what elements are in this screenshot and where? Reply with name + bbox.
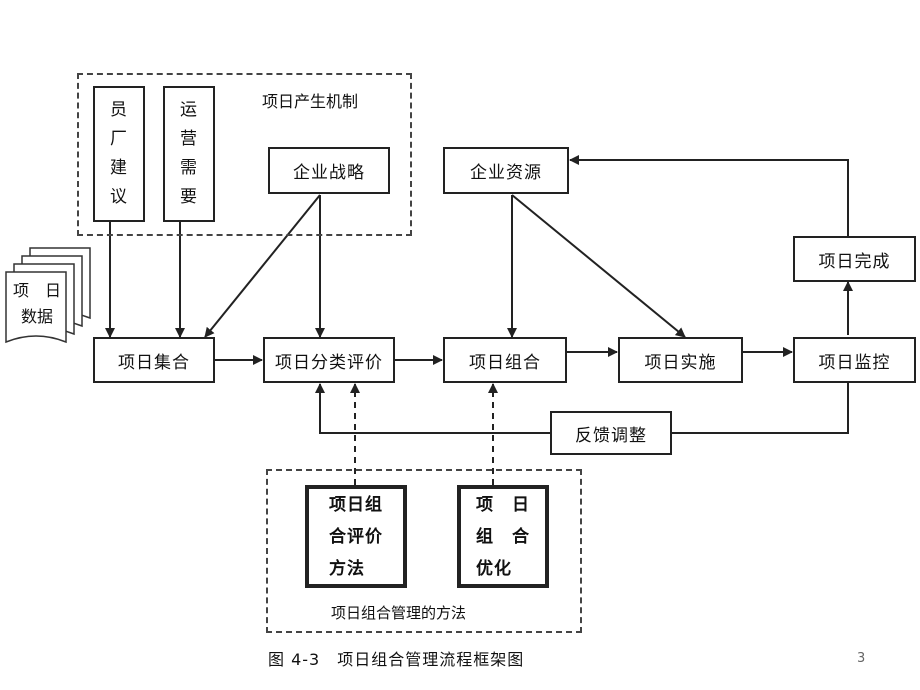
- methods-group-border: [266, 469, 582, 633]
- employee-suggestion-char-1: 员: [110, 100, 128, 120]
- arrow-resources-to-implement: [511, 194, 686, 338]
- methods-group-title: 项日组合管理的方法: [331, 604, 467, 622]
- arrow-feedback-to-classify: [315, 383, 550, 434]
- optimization-line-1: 项 日: [476, 494, 530, 515]
- implement-box: 项日实施: [618, 337, 743, 383]
- line-monitor-to-feedback: [672, 382, 849, 434]
- portfolio-box: 项日组合: [443, 337, 567, 383]
- operation-needs-char-1: 运: [180, 100, 198, 120]
- operation-needs-char-4: 要: [180, 187, 198, 207]
- collection-box: 项日集合: [93, 337, 215, 383]
- evaluation-method-line-2: 合评价: [329, 526, 383, 547]
- mechanism-group-border: [77, 73, 412, 236]
- employee-suggestion-char-4: 议: [110, 187, 128, 207]
- project-data-line-1: 项 日: [12, 281, 61, 300]
- resources-box: 企业资源: [443, 147, 569, 194]
- arrow-strategy-to-collection: [204, 194, 321, 338]
- strategy-box: 企业战略: [268, 147, 390, 194]
- monitor-box: 项日监控: [793, 337, 916, 383]
- feedback-box: 反馈调整: [550, 411, 672, 455]
- figure-caption: 图 4-3 项日组合管理流程框架图: [268, 650, 525, 669]
- operation-needs-char-3: 需: [180, 158, 198, 178]
- operation-needs-char-2: 营: [180, 129, 198, 149]
- complete-box: 项日完成: [793, 236, 916, 282]
- project-data-document-stack: [5, 247, 91, 344]
- employee-suggestion-char-2: 厂: [110, 129, 128, 149]
- optimization-line-3: 优化: [476, 558, 512, 579]
- optimization-line-2: 组 合: [476, 526, 530, 547]
- operation-needs-box: 运 营 需 要: [163, 86, 215, 222]
- evaluation-method-line-1: 项日组: [329, 494, 383, 515]
- page-number: 3: [857, 651, 866, 666]
- mechanism-group-title: 项日产生机制: [262, 92, 359, 111]
- optimization-box: 项 日 组 合 优化: [457, 485, 549, 588]
- evaluation-method-box: 项日组 合评价 方法: [305, 485, 407, 588]
- project-data-label: 项 日 数据: [8, 278, 66, 330]
- classify-box: 项日分类评价: [263, 337, 395, 383]
- employee-suggestion-char-3: 建: [110, 158, 128, 178]
- evaluation-method-line-3: 方法: [329, 558, 365, 579]
- project-data-line-2: 数据: [20, 307, 53, 326]
- employee-suggestion-box: 员 厂 建 议: [93, 86, 145, 222]
- arrow-complete-to-resources: [569, 155, 849, 236]
